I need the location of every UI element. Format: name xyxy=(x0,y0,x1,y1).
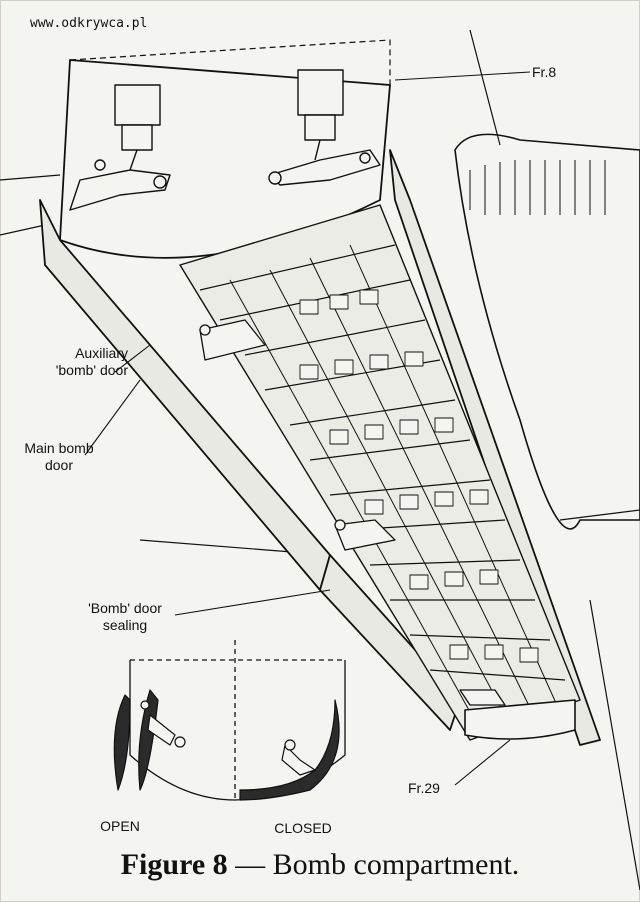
door-actuator-left xyxy=(69,84,171,211)
label-door-sealing-line2: sealing xyxy=(102,617,148,633)
label-door-sealing-line1: 'Bomb' door xyxy=(88,600,162,616)
label-main-bomb-door-line1: Main bomb xyxy=(24,440,94,456)
right-fairing xyxy=(454,133,640,530)
door-section-closed xyxy=(239,699,340,801)
fairing-hatching xyxy=(469,160,606,215)
top-frame-outline xyxy=(69,39,391,85)
label-auxiliary-door-line1: Auxiliary xyxy=(75,345,128,361)
caption-figure-number: Figure 8 xyxy=(120,848,228,881)
label-main-bomb-door: Main bomb door xyxy=(4,440,114,474)
aft-bulkhead xyxy=(464,699,576,740)
label-fr29: Fr.29 xyxy=(408,780,440,796)
label-auxiliary-door: Auxiliary 'bomb' door xyxy=(18,345,128,379)
interior-bays xyxy=(299,289,539,663)
caption-text: Bomb compartment. xyxy=(272,848,520,881)
caption-separator: — xyxy=(235,848,266,881)
label-open: OPEN xyxy=(100,818,140,834)
figure-caption: Figure 8 — Bomb compartment. xyxy=(0,848,640,882)
watermark-text: www.odkrywca.pl xyxy=(30,16,148,31)
door-actuator-right xyxy=(268,69,381,186)
door-section-open xyxy=(113,689,186,791)
door-hinge-links xyxy=(199,319,506,706)
label-fr8: Fr.8 xyxy=(532,64,557,80)
label-auxiliary-door-line2: 'bomb' door xyxy=(55,362,128,378)
label-door-sealing: 'Bomb' door sealing xyxy=(70,600,180,634)
right-bomb-door xyxy=(389,149,601,746)
label-closed: CLOSED xyxy=(274,820,332,836)
interior-frames xyxy=(199,244,566,681)
label-main-bomb-door-line2: door xyxy=(44,457,74,473)
leader-lines xyxy=(84,71,531,786)
interior-longerons xyxy=(229,244,561,731)
